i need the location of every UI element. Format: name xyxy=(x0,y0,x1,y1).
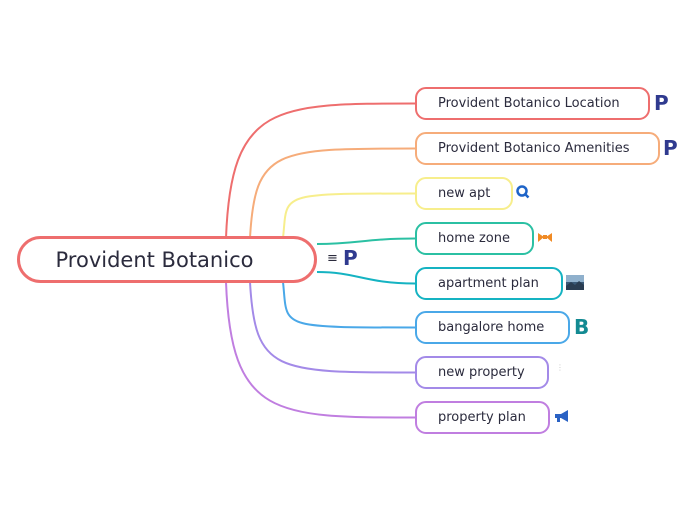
topic-label: apartment plan xyxy=(438,276,539,291)
megaphone-icon xyxy=(553,409,571,423)
connector-line xyxy=(283,194,415,239)
topic-bangalore-home[interactable]: bangalore home xyxy=(415,311,570,344)
topic-home-zone[interactable]: home zone xyxy=(415,222,534,255)
building-photo-icon xyxy=(566,275,584,290)
b-logo-icon: B xyxy=(574,317,589,337)
map-pin-logo-icon xyxy=(516,185,530,199)
topic-property-plan[interactable]: property plan xyxy=(415,401,550,434)
provident-logo-icon: P xyxy=(663,138,678,158)
topic-provident-botanico-amenities[interactable]: Provident Botanico Amenities xyxy=(415,132,660,165)
central-topic[interactable]: Provident Botanico xyxy=(17,236,317,283)
notes-icon[interactable]: ≡ xyxy=(327,250,338,268)
connector-line xyxy=(283,282,415,328)
topic-new-property[interactable]: new property xyxy=(415,356,549,389)
connector-line xyxy=(226,282,415,418)
central-topic-label: Provident Botanico xyxy=(56,248,254,272)
topic-new-apt[interactable]: new apt xyxy=(415,177,513,210)
topic-apartment-plan[interactable]: apartment plan xyxy=(415,267,563,300)
topic-label: Provident Botanico Amenities xyxy=(438,141,630,156)
house-logo-icon xyxy=(537,231,553,244)
topic-label: new apt xyxy=(438,186,490,201)
provident-logo-icon: P xyxy=(654,93,669,113)
connector-line xyxy=(317,239,415,245)
connector-line xyxy=(317,272,415,284)
dots-icon: ⋮ xyxy=(556,364,564,372)
topic-label: Provident Botanico Location xyxy=(438,96,620,111)
connector-line xyxy=(226,104,415,239)
topic-provident-botanico-location[interactable]: Provident Botanico Location xyxy=(415,87,650,120)
provident-logo-icon: P xyxy=(343,248,358,268)
topic-label: bangalore home xyxy=(438,320,544,335)
topic-label: new property xyxy=(438,365,525,380)
topic-label: property plan xyxy=(438,410,526,425)
topic-label: home zone xyxy=(438,231,510,246)
